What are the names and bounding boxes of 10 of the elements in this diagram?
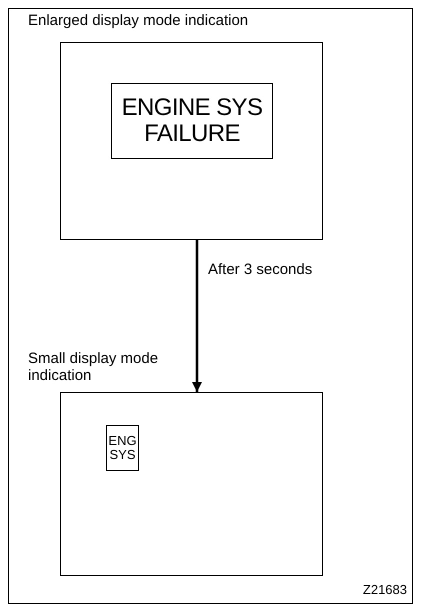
display-text: ENG SYS [107, 434, 138, 462]
display-message-box [106, 425, 139, 471]
display-message-box [111, 83, 273, 159]
mode-heading: Enlarged display mode indication [28, 12, 250, 30]
display-text: ENGINE SYS FAILURE [120, 94, 264, 148]
mode-heading: Small display mode indication [28, 350, 160, 384]
display-screen [60, 392, 323, 576]
arrow [192, 240, 202, 392]
figure-code: Z21683 [362, 580, 407, 598]
display-screen [60, 42, 323, 240]
